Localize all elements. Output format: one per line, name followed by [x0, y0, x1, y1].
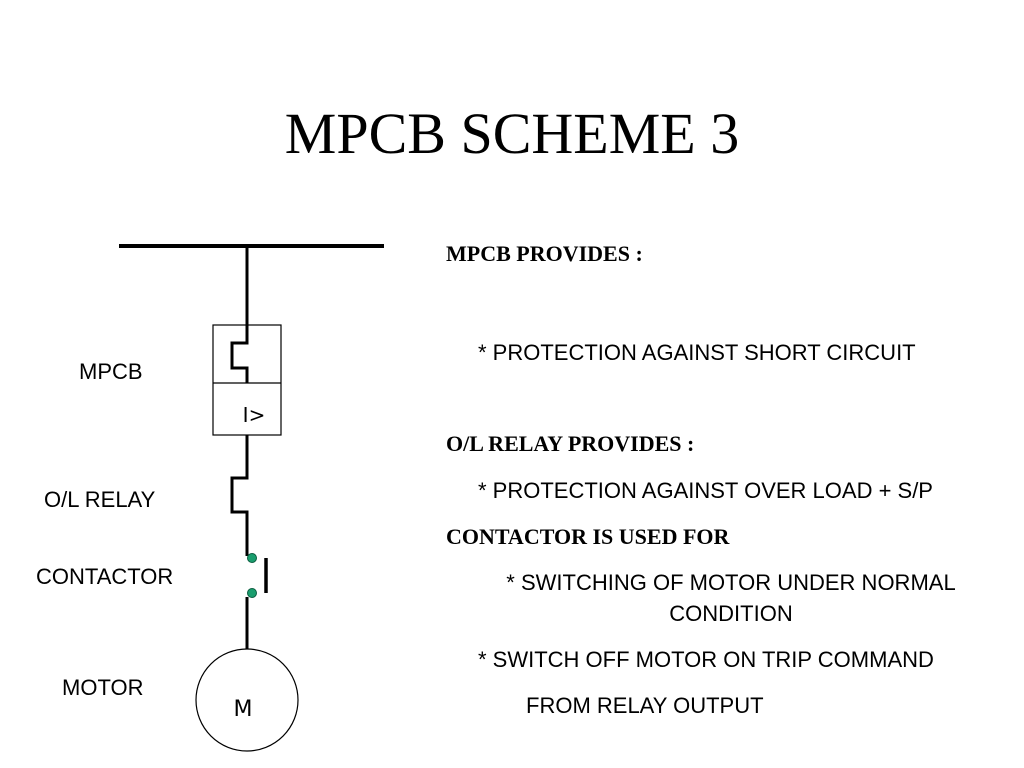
relay-heading: O/L RELAY PROVIDES : — [446, 431, 695, 456]
contactor-item-2-line-2: FROM RELAY OUTPUT — [526, 693, 764, 718]
mpcb-label: MPCB — [79, 359, 143, 384]
mpcb-heading: MPCB PROVIDES : — [446, 241, 643, 266]
contactor-dot-upper — [247, 553, 257, 563]
contactor-item-1-line-1: * SWITCHING OF MOTOR UNDER NORMAL — [506, 570, 956, 595]
contactor-item-1: * SWITCHING OF MOTOR UNDER NORMAL CONDIT… — [474, 570, 988, 627]
contactor-dot-lower — [247, 588, 257, 598]
ol-relay-element — [230, 435, 249, 556]
ol-relay-label: O/L RELAY — [44, 487, 156, 512]
mpcb-item: * PROTECTION AGAINST SHORT CIRCUIT — [478, 340, 916, 365]
overcurrent-symbol: I> — [243, 403, 266, 427]
contactor-label: CONTACTOR — [36, 564, 174, 589]
relay-item: * PROTECTION AGAINST OVER LOAD + S/P — [478, 478, 933, 503]
contactor-heading: CONTACTOR IS USED FOR — [446, 524, 730, 549]
mpcb-element — [230, 325, 249, 383]
contactor-item-2-line-1: * SWITCH OFF MOTOR ON TRIP COMMAND — [478, 647, 934, 672]
slide-title: MPCB SCHEME 3 — [284, 101, 740, 166]
motor-symbol: M — [234, 697, 253, 722]
motor-label: MOTOR — [62, 675, 144, 700]
contactor-item-1-line-2: CONDITION — [669, 601, 793, 626]
motor-circle — [195, 648, 299, 752]
